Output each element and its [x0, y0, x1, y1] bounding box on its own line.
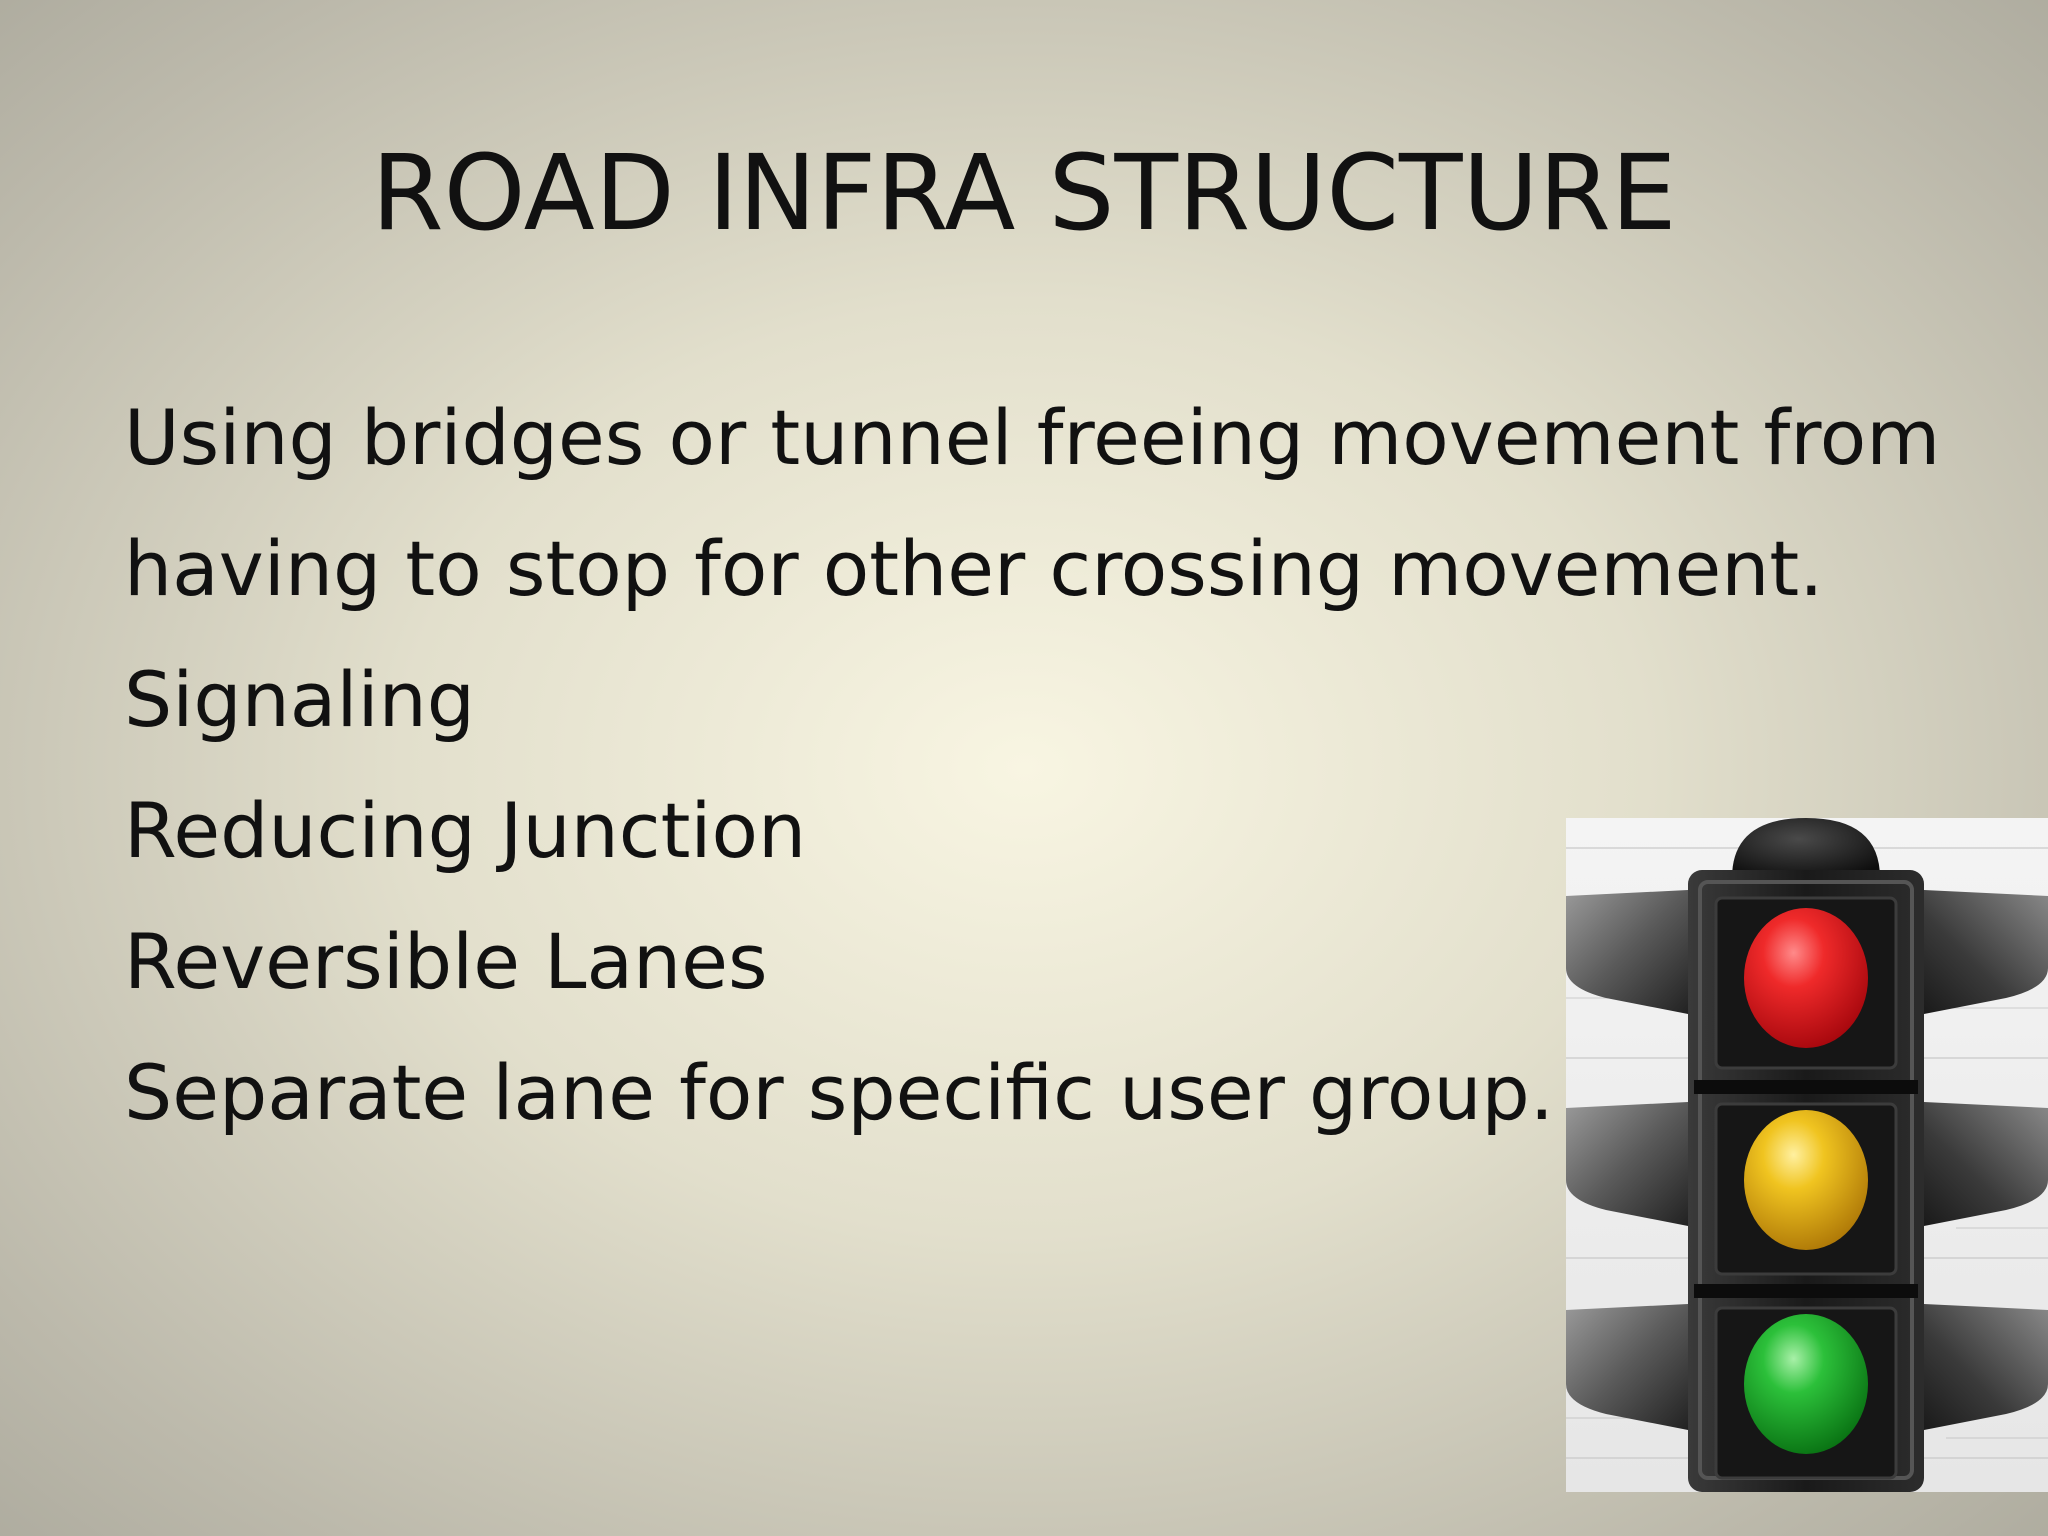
slide-title: ROAD INFRA STRUCTURE	[371, 132, 1677, 254]
bullet-item: Signaling	[124, 655, 475, 744]
bullet-item: Reducing Junction	[124, 786, 807, 875]
bullet-item: Reversible Lanes	[124, 917, 768, 1006]
bullet-item: having to stop for other crossing moveme…	[124, 524, 1824, 613]
traffic-light-icon	[1566, 818, 2048, 1492]
bullet-list: Using bridges or tunnel freeing movement…	[124, 372, 1941, 1158]
bullet-item: Separate lane for specific user group.	[124, 1048, 1554, 1137]
bullet-item: Using bridges or tunnel freeing movement…	[124, 393, 1941, 482]
